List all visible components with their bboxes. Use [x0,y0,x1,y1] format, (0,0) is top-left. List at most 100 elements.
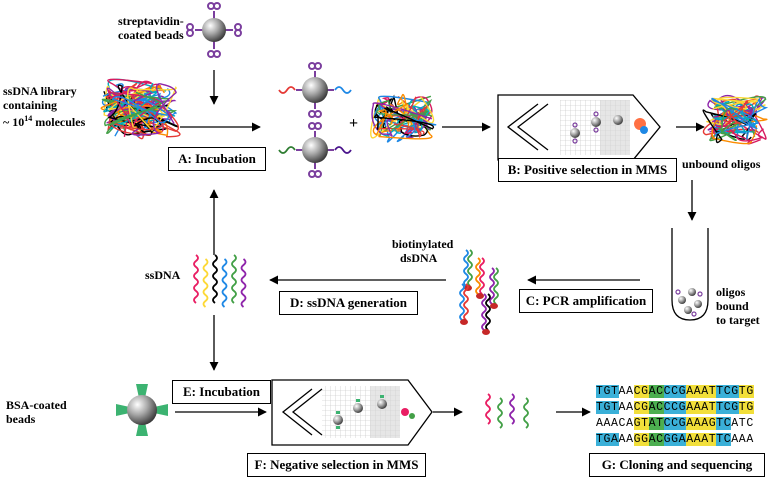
sequence-base: G [678,385,687,398]
sequence-base: T [708,401,717,414]
dna-strand [475,257,481,295]
step-a-box: A: Incubation [168,147,266,171]
sequence-base: G [746,385,754,398]
biotinylated-label: biotinylated dsDNA [392,237,453,265]
sequence-base: C [656,433,664,446]
sequence-base: G [633,433,642,446]
sequence-row-1: TGTAACGACCCGAAATTCGTG [596,384,766,400]
sequence-base: A [626,433,634,446]
oligos-bound-line1: oligos bound [716,285,749,313]
ssdna-strands-icon [193,254,247,308]
bsa-bead-icon [116,384,168,436]
tangle-strand [107,78,153,137]
sequence-base: T [716,417,724,430]
ssdna-library-tangle-icon [100,78,181,140]
sequence-base: T [716,401,724,414]
tangle-strand [373,106,435,130]
sequence-base: C [671,385,679,398]
sequence-base: C [723,385,732,398]
dna-strand [459,283,465,321]
step-b-box: B: Positive selection in MMS [498,158,677,182]
sequence-base: C [618,417,627,430]
sequence-base: A [686,401,694,414]
dna-strand [485,393,491,425]
dna-strand [467,249,473,287]
sequence-row-4: TGAAAGGACGGAAAATTCAAA [596,432,766,448]
sequence-base: A [618,401,627,414]
sequence-base: G [633,417,642,430]
bsa-beads-line2: beads [6,412,36,426]
sequence-base: G [708,417,717,430]
sequence-base: C [671,401,679,414]
sequence-base: A [693,401,702,414]
sequence-base: A [686,385,694,398]
sequence-base: A [648,433,657,446]
sequence-base: G [731,401,739,414]
library-count-suffix: molecules [32,115,86,129]
sequence-base: T [596,401,604,414]
sequence-base: G [641,401,649,414]
sequence-base: C [663,401,672,414]
sequence-base: A [701,417,709,430]
sequence-base: G [641,433,649,446]
sequence-base: G [731,385,739,398]
tangle-strand [401,96,435,124]
tangle-strand [718,107,737,142]
step-d-box: D: ssDNA generation [279,291,418,315]
dna-strand [485,293,491,331]
sequence-base: C [723,433,732,446]
streptavidin-label-line1: streptavidin- [118,14,184,28]
tangle-strand [711,97,759,137]
sequence-base: A [611,417,619,430]
sequence-base: G [603,401,612,414]
sequence-base: T [738,385,747,398]
sequence-base: A [686,433,694,446]
streptavidin-label-line2: coated beads [118,28,184,42]
library-count-exponent: 14 [24,114,33,123]
tangle-strand [372,103,408,136]
biotinylated-label-line1: biotinylated [392,237,454,251]
biotin-tag [482,329,490,335]
sequence-base: A [603,417,612,430]
sequence-base: G [641,385,649,398]
streptavidin-label: streptavidin- coated beads [118,14,184,42]
sequence-base: C [633,385,642,398]
dna-strand [479,257,485,295]
sequence-base: A [686,417,694,430]
sequence-base: A [626,401,634,414]
sequence-base: A [693,417,702,430]
sequence-base: A [611,433,619,446]
sequence-base: C [723,401,732,414]
sequence-base: G [678,417,687,430]
sequence-base: G [603,385,612,398]
library-label: ssDNA library containing ~ 1014 molecule… [3,84,85,129]
tangle-strand [371,102,433,137]
dna-strand [463,249,469,287]
negative-oligos-icon [485,393,529,429]
oligos-bound-label: oligos bound to target [716,285,780,327]
sequence-base: A [731,417,739,430]
sequence-base: T [738,417,747,430]
sequence-base: A [626,417,634,430]
arrows [175,70,705,417]
sequence-base: T [716,385,724,398]
sequence-base: T [738,401,747,414]
sequence-base: A [618,385,627,398]
sequence-base: T [611,401,619,414]
sequence-base: C [746,417,754,430]
dna-strand [231,254,237,304]
library-label-line2: containing [3,98,58,112]
sequence-base: A [678,433,687,446]
sequence-base: T [596,433,604,446]
sequence-base: A [626,385,634,398]
tangle-strand [716,124,764,142]
sequence-base: A [731,433,739,446]
sequence-base: A [648,401,657,414]
sequence-base: A [648,385,657,398]
dna-strand [523,397,529,429]
sequence-base: G [746,401,754,414]
step-g-box: G: Cloning and sequencing [589,453,765,477]
unbound-oligos-label: unbound oligos [682,157,761,171]
